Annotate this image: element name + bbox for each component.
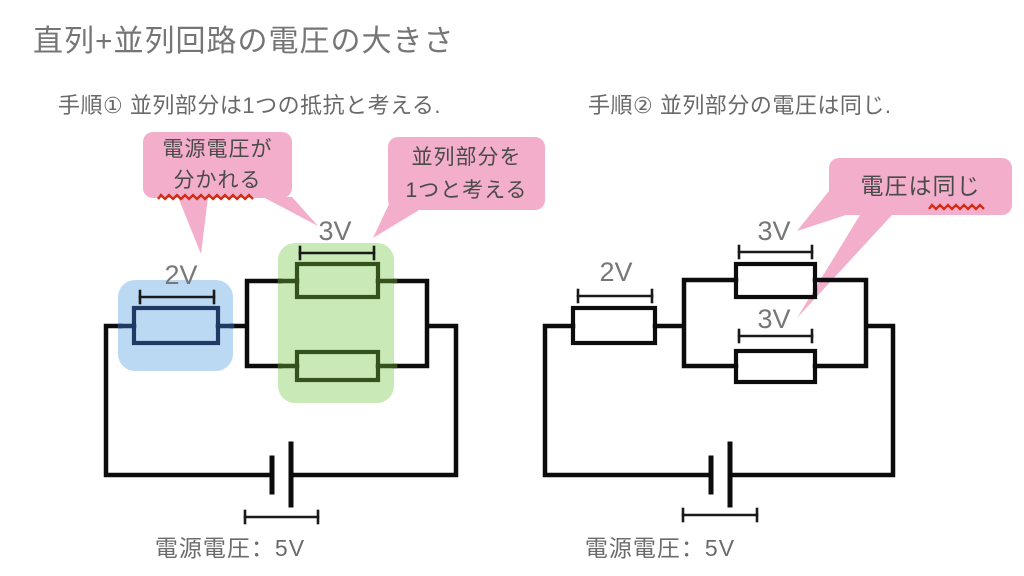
measure-bar-3v-top [737, 244, 814, 260]
callout-same-voltage-line1: 電圧は同じ [860, 173, 981, 199]
measure-bar-source [681, 507, 759, 523]
measure-bar-3v [298, 245, 376, 261]
measure-bar-2v [576, 288, 654, 304]
right-series-voltage-label: 2V [599, 257, 633, 287]
callout-treat-as-one: 並列部分を 1つと考える [388, 141, 545, 207]
wire-green-stub [277, 278, 398, 369]
callout-box-treat-as-one [388, 137, 545, 210]
callout-source-split-line2: 分かれる [173, 169, 262, 192]
series-resistor [570, 305, 658, 346]
callout-treat-as-one-line2: 1つと考える [405, 179, 528, 202]
callout-source-split-line1: 電源電圧が [162, 138, 273, 161]
callout-tail-split-right [263, 197, 318, 226]
wire [103, 278, 459, 478]
callout-same-voltage: 電圧は同じ [829, 172, 1012, 201]
battery-icon [269, 441, 294, 508]
right-source-voltage-label: 電源電圧：5V [584, 535, 736, 561]
parallel-resistor-top [294, 261, 381, 300]
left-circuit [103, 245, 459, 525]
right-parallel-bottom-voltage-label: 3V [757, 304, 791, 334]
callout-box-source-split [143, 132, 292, 198]
parallel-resistor-bottom [294, 349, 381, 383]
wire [542, 277, 896, 478]
left-source-voltage-label: 電源電圧：5V [154, 535, 306, 561]
measure-bar-source [243, 509, 320, 525]
wavy-underline-split [157, 193, 254, 201]
callout-tail-treat-as-one [373, 204, 419, 238]
measure-bar-2v [138, 289, 216, 305]
right-parallel-top-voltage-label: 3V [757, 216, 791, 246]
callout-tail-split-left [178, 197, 208, 254]
step1-heading: 手順① 並列部分は1つの抵抗と考える. [58, 93, 442, 118]
series-resistor [131, 305, 221, 346]
blue-highlight-series-resistor [118, 280, 233, 371]
callout-box-same-voltage [829, 158, 1012, 215]
callout-tail-same-bottom [797, 215, 892, 318]
measure-bar-3v-bottom [737, 328, 814, 344]
left-series-voltage-label: 2V [164, 260, 198, 290]
callout-source-split: 電源電圧が 分かれる [143, 134, 292, 196]
parallel-resistor-top [733, 261, 818, 300]
step2-heading: 手順② 並列部分の電圧は同じ. [588, 93, 892, 118]
left-parallel-voltage-label: 3V [318, 216, 352, 246]
page-title: 直列+並列回路の電圧の大きさ [33, 25, 455, 58]
right-circuit [542, 244, 896, 523]
battery-icon [708, 441, 733, 508]
wavy-underline-same [928, 203, 985, 211]
parallel-resistor-bottom [733, 348, 818, 385]
green-highlight-parallel-block [278, 243, 394, 403]
callout-treat-as-one-line1: 並列部分を [411, 146, 522, 169]
